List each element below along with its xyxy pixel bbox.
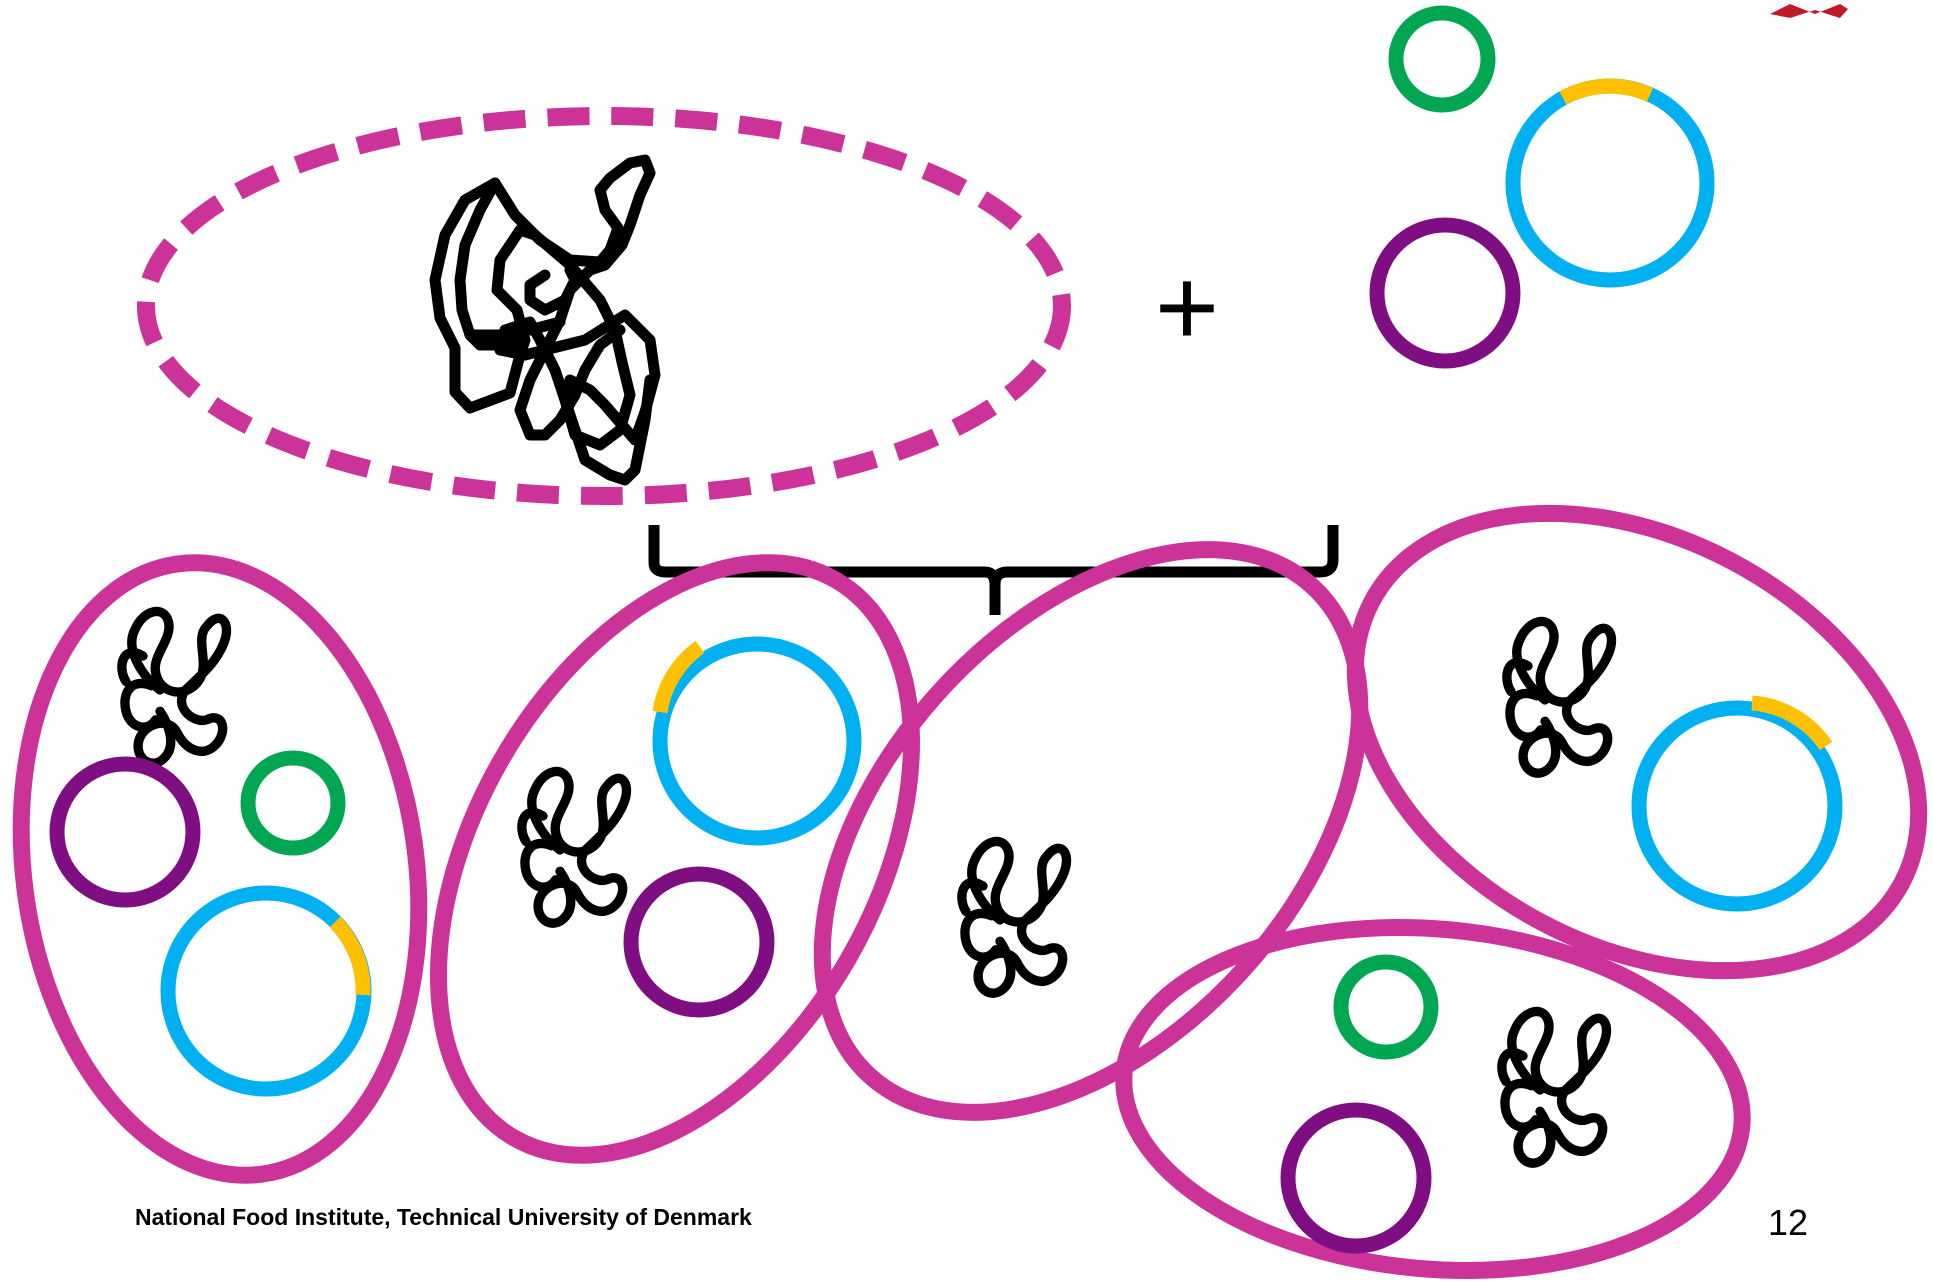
cell-1: [0, 537, 457, 1202]
footer-institution: National Food Institute, Technical Unive…: [135, 1204, 752, 1231]
free-plasmid-green: [1396, 13, 1488, 105]
dtu-logo-icon: [1770, 4, 1848, 18]
free-plasmid-purple: [1377, 225, 1513, 361]
free-plasmid-resistance: [1513, 86, 1707, 280]
donor-chromosome: [435, 160, 655, 480]
plus-sign: +: [1155, 246, 1219, 369]
page-number: 12: [1768, 1202, 1808, 1244]
cell-3: [717, 448, 1465, 1214]
cell-2: [341, 480, 1009, 1238]
